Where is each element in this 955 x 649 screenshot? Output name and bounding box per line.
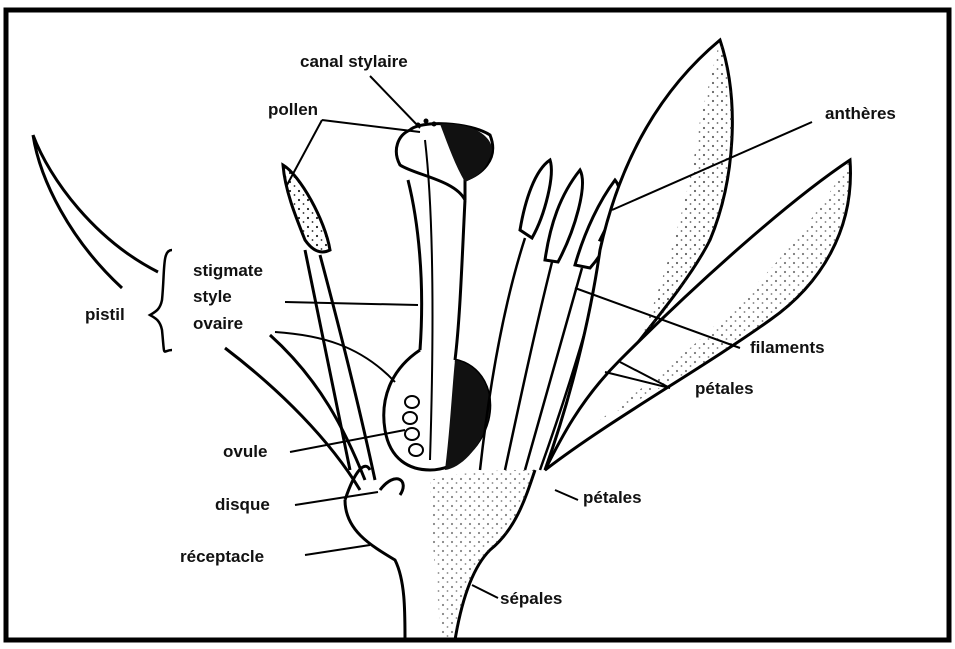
ovules: [403, 396, 423, 456]
label-receptacle: réceptacle: [180, 547, 264, 566]
label-sepales: sépales: [500, 589, 562, 608]
label-stigmate: stigmate: [193, 261, 263, 280]
pistil-bracket: [150, 250, 172, 352]
label-petales-lower: pétales: [583, 488, 642, 507]
label-ovule: ovule: [223, 442, 267, 461]
label-canal-stylaire: canal stylaire: [300, 52, 408, 71]
label-disque: disque: [215, 495, 270, 514]
canal-line: [425, 140, 432, 460]
left-petal-fragment: [33, 135, 158, 288]
label-antheres: anthères: [825, 104, 896, 123]
label-ovaire: ovaire: [193, 314, 243, 333]
label-petales-upper: pétales: [695, 379, 754, 398]
label-pollen: pollen: [268, 100, 318, 119]
left-petal-lines: [225, 335, 365, 490]
label-filaments: filaments: [750, 338, 825, 357]
left-filament: [305, 250, 375, 480]
label-pistil: pistil: [85, 305, 125, 324]
receptacle-shading: [430, 470, 535, 640]
label-style: style: [193, 287, 232, 306]
style-shape: [408, 180, 465, 360]
